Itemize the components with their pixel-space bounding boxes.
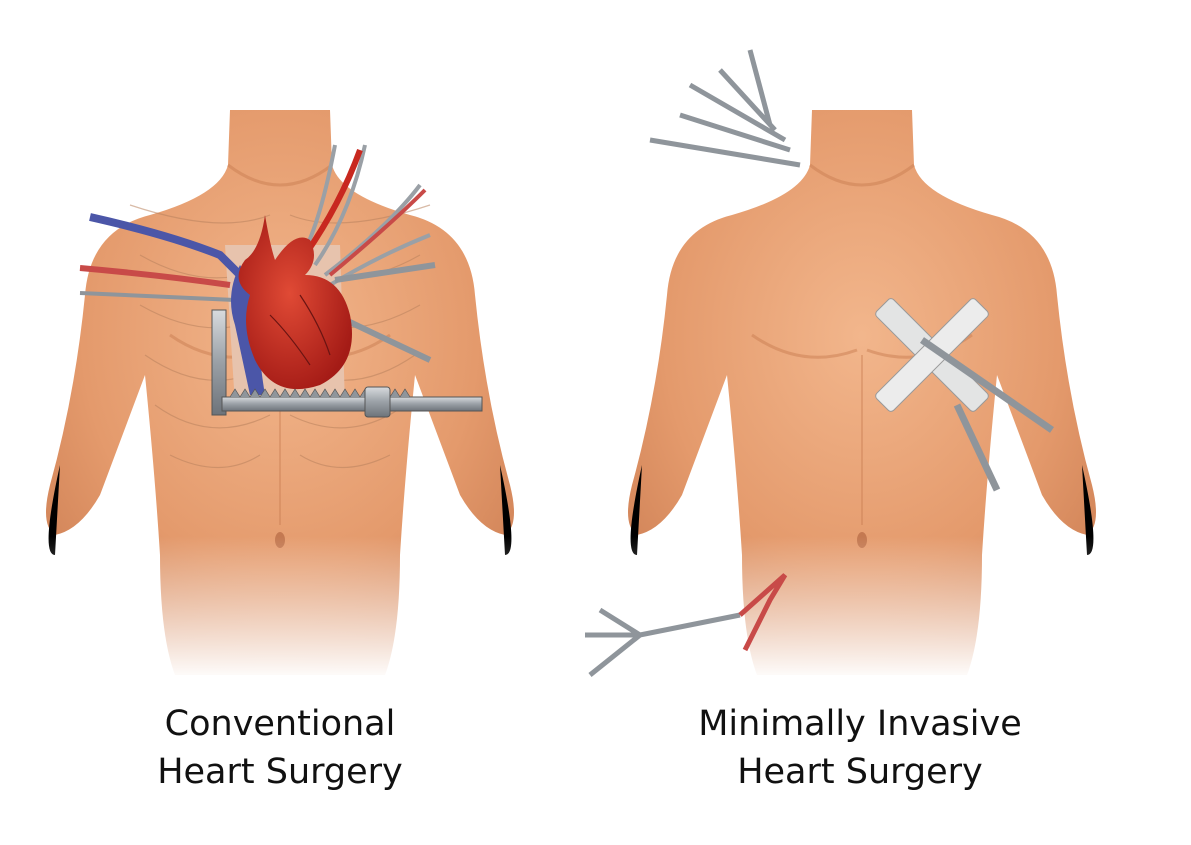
minimally-invasive-torso [620,103,1104,682]
conventional-surgery-label: Conventional Heart Surgery [70,700,490,796]
label-line-2: Heart Surgery [157,752,403,792]
shoulder-instruments [649,49,801,168]
conventional-torso [38,103,522,682]
vein-tube [89,213,243,278]
cross-retractor [875,298,989,412]
artery-tube [79,265,231,288]
rib-retractor [211,309,483,418]
label-line-1: Conventional [164,704,396,744]
groin-instruments [585,573,788,677]
trocar [920,337,1054,433]
heart [231,215,352,395]
ribcage [129,204,431,469]
label-line-1: Minimally Invasive [698,704,1022,744]
label-line-2: Heart Surgery [737,752,983,792]
minimally-invasive-surgery-label: Minimally Invasive Heart Surgery [650,700,1070,796]
